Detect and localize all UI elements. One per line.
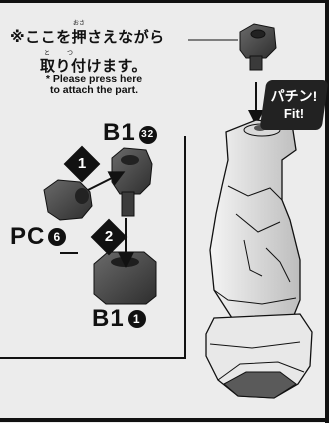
instruction-text-jp-line2: 取り付けます。: [40, 57, 148, 75]
part-label-pc-6-prefix: PC: [10, 223, 46, 250]
furigana-to: と: [44, 50, 51, 57]
top-border: [0, 0, 329, 3]
part-number-6-badge: 6: [48, 228, 67, 246]
instruction-text-en-line2: to attach the part.: [49, 84, 139, 96]
furigana-tsu: つ: [67, 50, 74, 57]
pc-6-underline: [60, 252, 78, 254]
fit-badge-line1: パチン!: [270, 88, 318, 104]
step-2-number: 2: [104, 228, 114, 245]
fit-badge-line2: Fit!: [283, 106, 305, 121]
fit-badge: パチン! Fit!: [259, 80, 329, 130]
part-label-b1-32-prefix: B1: [103, 119, 136, 146]
right-border: [325, 0, 329, 423]
instruction-text-jp-line1: ※ここを押さえながら: [10, 28, 165, 46]
step-1-number: 1: [77, 155, 87, 172]
divider-horizontal: [0, 357, 186, 359]
step-2-marker: 2: [90, 218, 128, 256]
instruction-text-en-line1: * Please press here: [45, 73, 143, 85]
part-label-b1-1-prefix: B1: [92, 305, 125, 332]
pc-6-part: [43, 179, 93, 221]
top-joint-part: [239, 23, 277, 71]
part-number-1-badge: 1: [127, 310, 146, 328]
divider-vertical: [184, 136, 186, 358]
furigana-osa: おさ: [73, 20, 86, 27]
part-number-32-badge: 32: [138, 126, 157, 144]
bottom-border: [0, 418, 329, 422]
step-1-marker: 1: [63, 145, 101, 183]
instruction-text-en: * Please press here to attach the part.: [18, 74, 170, 96]
leg-armor-part: [205, 119, 313, 399]
attach-arrow-step1: [87, 171, 126, 191]
b1-32-part: [111, 147, 153, 217]
